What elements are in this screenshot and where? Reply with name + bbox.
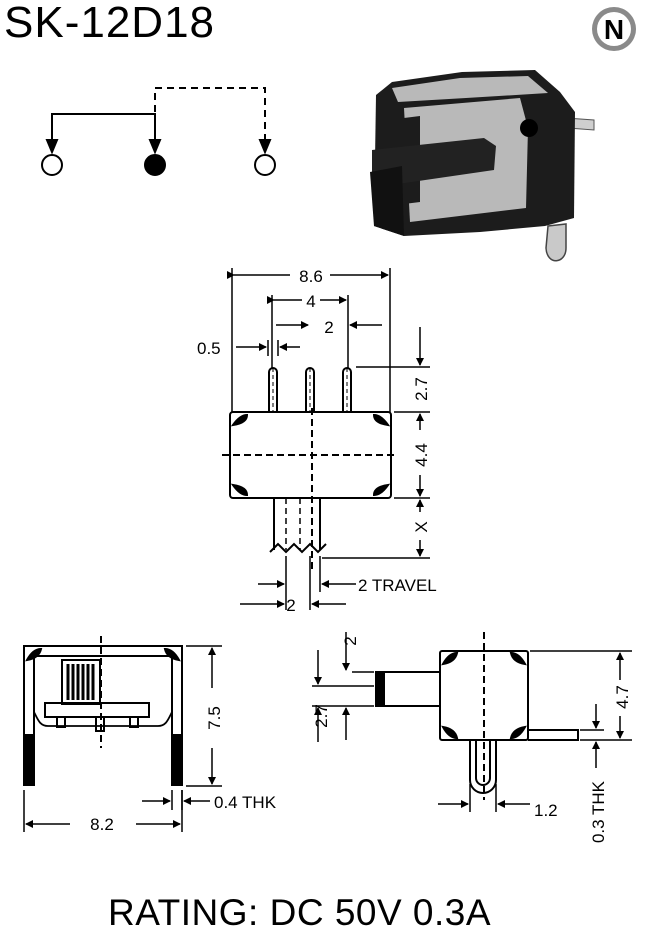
dim-travel-label: 2 TRAVEL [358,576,437,595]
dim-side-leg-thickness: 0.3 THK [589,780,608,843]
dim-travel-distance: 2 [286,596,295,615]
dim-actuator-length: X [412,521,431,532]
schematic-terminal-right [254,154,276,176]
dim-side-leg-width: 1.2 [534,801,558,820]
schematic-terminal-left [41,154,63,176]
electrical-rating: RATING: DC 50V 0.3A [108,892,492,933]
brand-logo: N [592,7,636,51]
part-number-title: SK-12D18 [4,0,216,47]
logo-letter: N [604,14,624,45]
dim-pin-length: 2.7 [412,377,431,401]
schematic-terminal-common [144,154,166,176]
dim-plate-thickness: 0.4 THK [214,793,277,812]
dim-body-height: 4.4 [412,443,431,467]
dim-side-height: 4.7 [613,685,632,709]
dim-pin-width: 0.5 [197,339,221,358]
switch-schematic [41,87,276,176]
dim-side-actuator-height: 2.7 [312,704,331,728]
front-view [23,636,222,832]
dim-pin-pitch: 2 [324,318,333,337]
dim-pin-span: 4 [306,292,315,311]
dim-front-height: 7.5 [205,706,224,730]
dim-front-width: 8.2 [90,815,114,834]
side-view [312,632,632,812]
dim-top-width: 8.6 [299,267,323,286]
dim-side-actuator-offset: 2 [341,636,360,645]
top-view [222,268,430,610]
product-illustration [370,70,595,262]
